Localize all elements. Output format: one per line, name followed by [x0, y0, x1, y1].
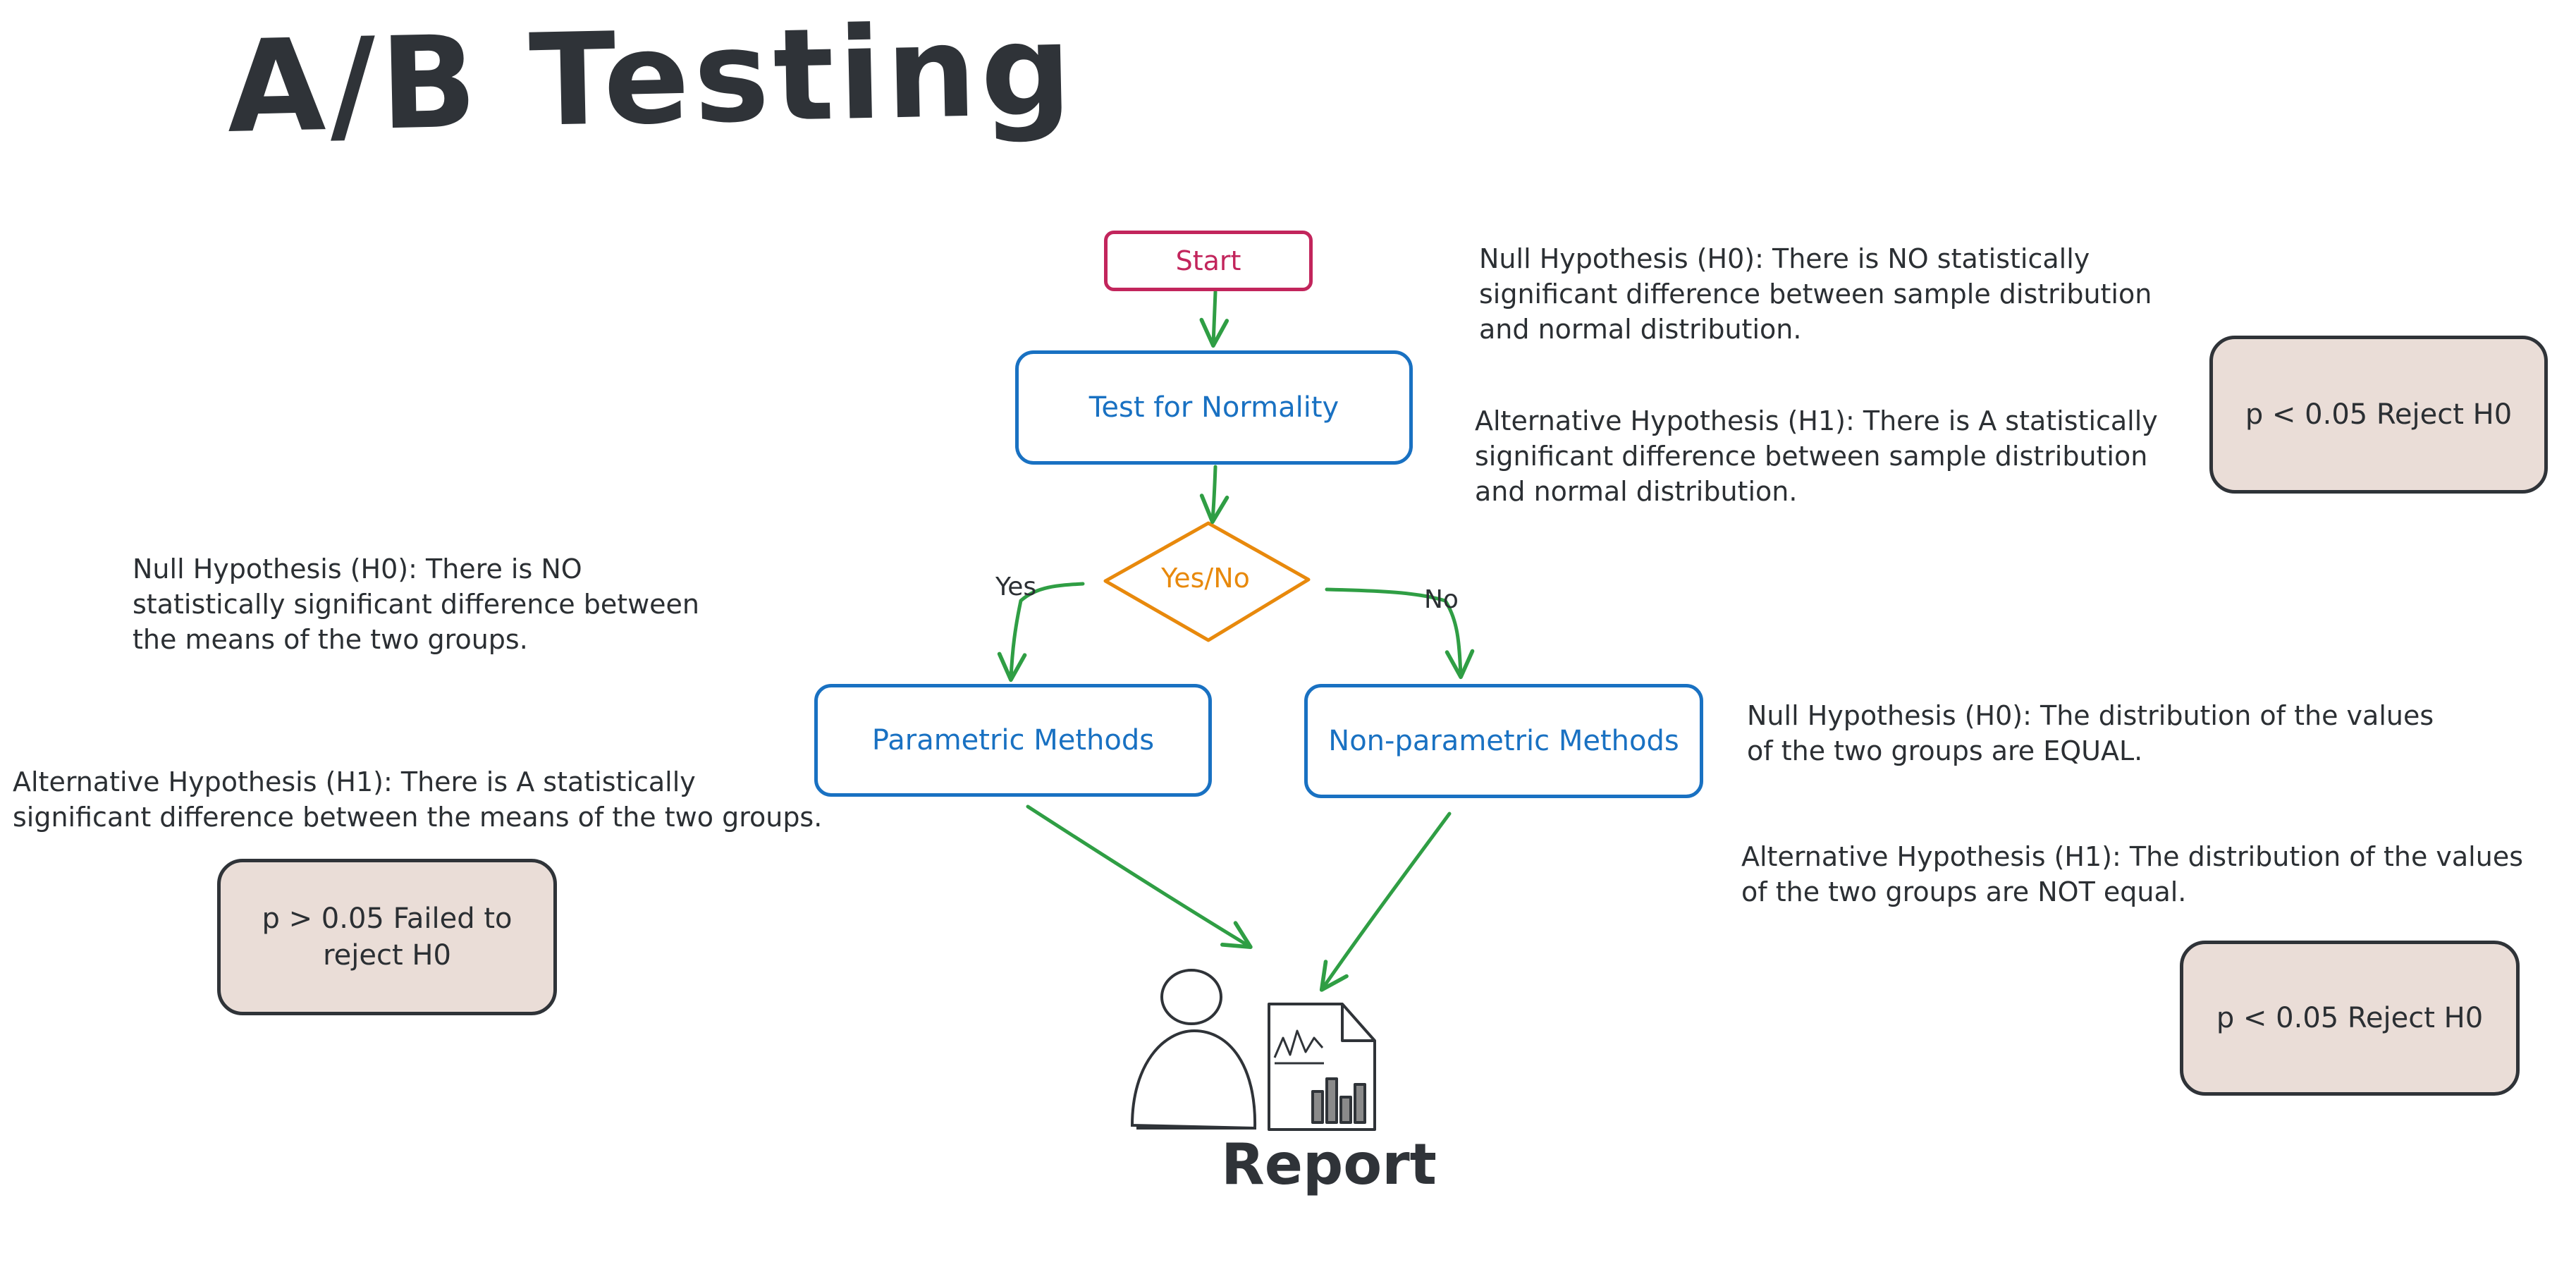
parametric-methods-label: Parametric Methods	[871, 724, 1155, 757]
parametric-result-box: p > 0.05 Failed to reject H0	[217, 859, 557, 1015]
normality-null-hypothesis: Null Hypothesis (H0): There is NO statis…	[1479, 243, 2152, 345]
no-edge-label: No	[1424, 585, 1459, 614]
parametric-null-hypothesis: Null Hypothesis (H0): There is NO statis…	[133, 553, 700, 655]
start-label: Start	[1175, 245, 1241, 276]
decision-label: Yes/No	[1161, 563, 1250, 594]
normality-test-label: Test for Normality	[1088, 391, 1339, 424]
nonparametric-alternative-hypothesis: Alternative Hypothesis (H1): The distrib…	[1741, 841, 2523, 907]
non-parametric-methods-label: Non-parametric Methods	[1328, 725, 1679, 757]
arrow-decision-no	[1325, 587, 1475, 680]
non-parametric-methods-node: Non-parametric Methods	[1304, 684, 1703, 798]
parametric-alternative-hypothesis: Alternative Hypothesis (H1): There is A …	[13, 766, 823, 833]
normality-alternative-hypothesis: Alternative Hypothesis (H1): There is A …	[1475, 405, 2158, 507]
arrow-parametric-to-report	[1026, 804, 1253, 949]
yes-edge-label: Yes	[995, 573, 1037, 601]
decision-diamond	[1103, 521, 1311, 642]
report-label: Report	[1221, 1132, 1437, 1197]
flow-arrows	[997, 290, 1475, 992]
start-node: Start	[1104, 231, 1313, 291]
report-document-icon	[1268, 1003, 1376, 1131]
nonparametric-result-box: p < 0.05 Reject H0	[2180, 941, 2520, 1096]
normality-test-node: Test for Normality	[1015, 350, 1413, 465]
nonparametric-null-hypothesis: Null Hypothesis (H0): The distribution o…	[1747, 700, 2434, 766]
parametric-methods-node: Parametric Methods	[814, 684, 1212, 797]
arrow-nonparametric-to-report	[1319, 812, 1452, 992]
normality-result-box: p < 0.05 Reject H0	[2209, 336, 2548, 494]
arrow-start-to-normality	[1199, 290, 1229, 348]
person-icon	[1130, 969, 1257, 1130]
page-title: A/B Testing	[226, 0, 1077, 161]
arrow-normality-to-decision	[1199, 465, 1229, 525]
arrow-decision-yes	[997, 582, 1085, 683]
